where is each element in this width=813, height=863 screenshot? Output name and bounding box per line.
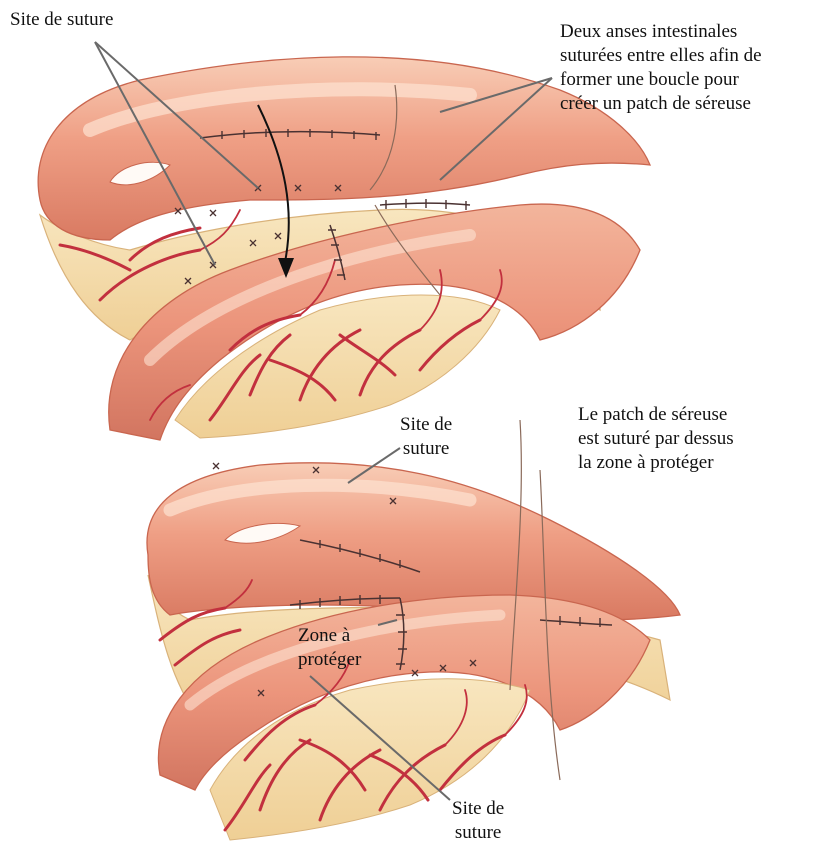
label-zone-to-protect: Zone à protéger	[298, 624, 361, 672]
top-loop-illustration	[38, 57, 650, 440]
label-mid-site: Site de suture	[400, 413, 452, 461]
label-top-right-description: Deux anses intestinales suturées entre e…	[560, 20, 762, 116]
label-bottom-site: Site de suture	[452, 797, 504, 845]
label-top-left-site: Site de suture	[10, 8, 113, 32]
bottom-patch-illustration	[147, 420, 680, 840]
label-mid-right-description: Le patch de séreuse est suturé par dessu…	[578, 403, 734, 475]
